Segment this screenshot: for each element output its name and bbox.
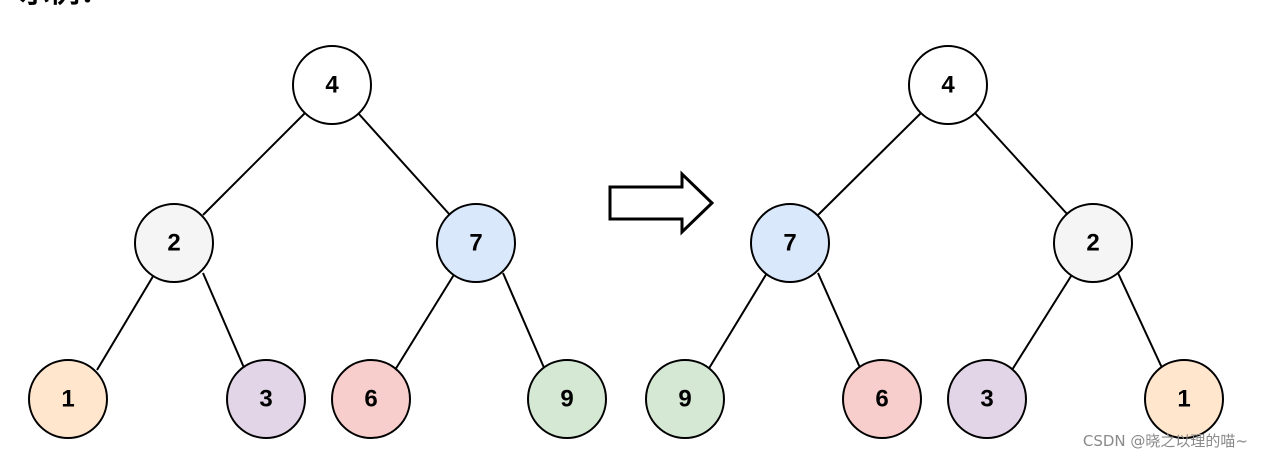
watermark: CSDN @晓之以理的喵~ xyxy=(1082,432,1248,450)
original-tree-nodes: 4 2 7 1 3 6 9 xyxy=(28,45,607,439)
edge-left-rightchild xyxy=(202,272,246,371)
edge-left-leftchild xyxy=(707,272,768,371)
node-label: 2 xyxy=(167,229,180,256)
tree-node-right-right: 9 xyxy=(527,359,607,439)
edge-right-leftchild xyxy=(1011,272,1074,371)
node-label: 1 xyxy=(1177,385,1190,412)
edge-left-rightchild xyxy=(817,272,862,371)
right-arrow-icon xyxy=(608,170,715,236)
node-label: 7 xyxy=(469,229,482,256)
node-circle xyxy=(1144,359,1224,439)
node-circle xyxy=(134,203,214,283)
node-label: 6 xyxy=(364,385,377,412)
edge-root-left xyxy=(202,112,306,216)
tree-node-left: 2 xyxy=(134,203,214,283)
edge-right-leftchild xyxy=(394,272,456,371)
node-circle xyxy=(645,359,725,439)
tree-node-left-right: 3 xyxy=(226,359,306,439)
tree-node-root: 4 xyxy=(292,45,372,125)
tree-node-left-right: 6 xyxy=(842,359,922,439)
node-circle xyxy=(436,203,516,283)
edge-root-right xyxy=(357,112,451,216)
tree-node-right-left: 3 xyxy=(947,359,1027,439)
node-label: 4 xyxy=(325,71,339,98)
node-circle xyxy=(28,359,108,439)
edge-left-leftchild xyxy=(96,272,156,371)
edge-right-rightchild xyxy=(1117,272,1164,371)
node-circle xyxy=(750,203,830,283)
node-label: 3 xyxy=(980,385,993,412)
edge-root-right xyxy=(974,112,1069,216)
node-label: 3 xyxy=(259,385,272,412)
inverted-tree-nodes: 4 7 2 9 6 3 1 xyxy=(645,45,1224,439)
node-circle xyxy=(1053,203,1133,283)
tree-node-left-left: 9 xyxy=(645,359,725,439)
node-circle xyxy=(226,359,306,439)
node-label: 9 xyxy=(560,385,573,412)
tree-node-right: 7 xyxy=(436,203,516,283)
tree-node-left: 7 xyxy=(750,203,830,283)
tree-node-right-right: 1 xyxy=(1144,359,1224,439)
node-label: 9 xyxy=(678,385,691,412)
tree-node-right: 2 xyxy=(1053,203,1133,283)
node-circle xyxy=(527,359,607,439)
node-circle xyxy=(842,359,922,439)
edge-right-rightchild xyxy=(502,272,546,371)
node-label: 1 xyxy=(61,385,74,412)
page-heading: 示例： xyxy=(20,0,110,8)
tree-node-right-left: 6 xyxy=(331,359,411,439)
edge-root-left xyxy=(817,112,922,216)
node-circle xyxy=(947,359,1027,439)
node-circle xyxy=(908,45,988,125)
tree-node-left-left: 1 xyxy=(28,359,108,439)
node-label: 6 xyxy=(875,385,888,412)
node-circle xyxy=(331,359,411,439)
node-label: 4 xyxy=(941,71,955,98)
node-circle xyxy=(292,45,372,125)
original-tree-edges xyxy=(96,112,546,371)
node-label: 2 xyxy=(1086,229,1099,256)
tree-node-root: 4 xyxy=(908,45,988,125)
node-label: 7 xyxy=(783,229,796,256)
inverted-tree-edges xyxy=(707,112,1164,371)
